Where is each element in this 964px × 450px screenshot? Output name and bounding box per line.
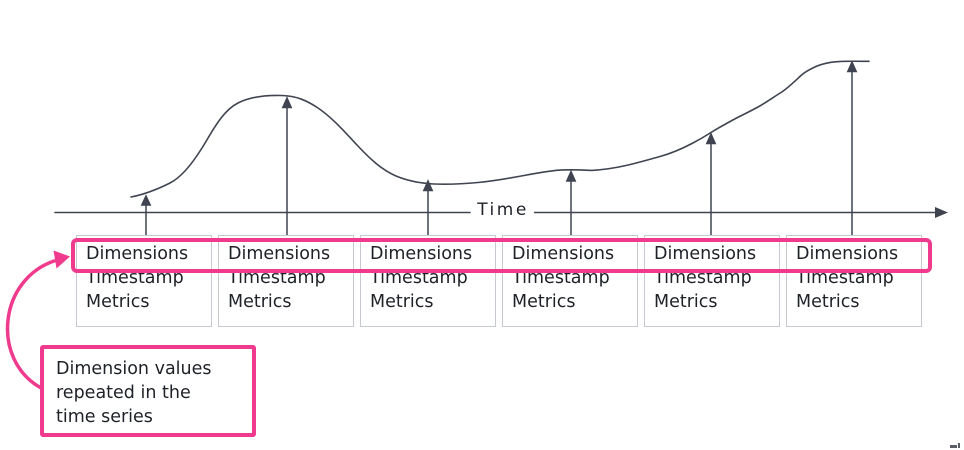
value-arrows [140,60,858,236]
record-field-timestamp: Timestamp [796,268,894,288]
record-field-dimensions: Dimensions [654,244,757,264]
record-field-metrics: Metrics [796,292,860,312]
artifact-bar [950,445,957,448]
callout-arrow [5,259,56,390]
time-series-curve [130,60,870,198]
artifact-tick [958,443,960,448]
cropped-artifact [950,443,960,449]
callout-box: Dimension values repeated in the time se… [40,345,256,437]
record-field-dimensions: Dimensions [796,244,899,264]
record-field-metrics: Metrics [86,292,150,312]
record-field-metrics: Metrics [370,292,434,312]
record-field-timestamp: Timestamp [654,268,752,288]
record-field-dimensions: Dimensions [512,244,615,264]
record-field-metrics: Metrics [228,292,292,312]
record-field-dimensions: Dimensions [228,244,331,264]
axis-arrowhead-icon [935,207,948,218]
record-field-timestamp: Timestamp [228,268,326,288]
record-field-timestamp: Timestamp [512,268,610,288]
record-field-metrics: Metrics [512,292,576,312]
record-field-dimensions: Dimensions [370,244,473,264]
record-field-dimensions: Dimensions [86,244,189,264]
callout-arrowhead-icon [53,250,70,269]
record-field-metrics: Metrics [654,292,718,312]
record-field-timestamp: Timestamp [86,268,184,288]
axis-label-time: Time [472,200,534,220]
record-field-timestamp: Timestamp [370,268,468,288]
